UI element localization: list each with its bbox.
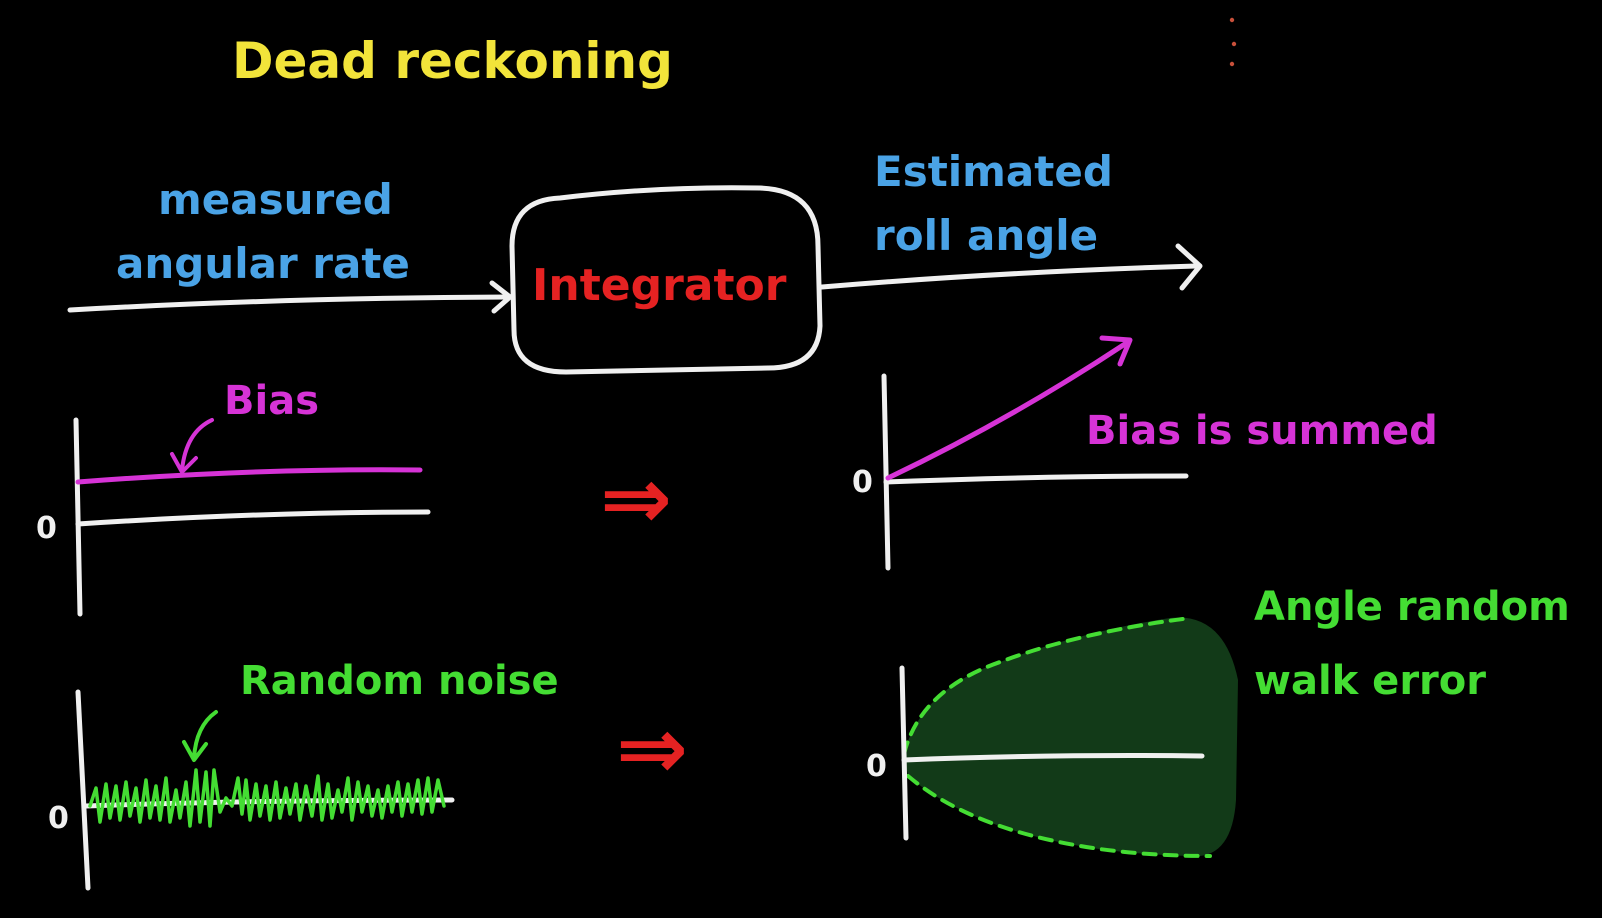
bias-result-zero-label: 0 xyxy=(852,465,873,500)
input-arrow xyxy=(67,294,511,313)
noise-result-y-axis xyxy=(899,665,909,841)
bias-pointer-arrow xyxy=(180,418,214,472)
integrator-label: Integrator xyxy=(532,260,787,311)
noise-result-zero-label: 0 xyxy=(866,749,887,784)
noise-result-plot: 0 Angle random walk error xyxy=(866,584,1570,858)
bias-result-label: Bias is summed xyxy=(1086,408,1438,454)
bias-plot-y-axis xyxy=(73,417,83,617)
random-walk-upper-bound xyxy=(902,616,1192,756)
bias-plot-zero-label: 0 xyxy=(36,511,57,546)
menu-dots-icon xyxy=(1229,17,1237,67)
bias-result-x-axis xyxy=(883,473,1189,485)
noise-result-label-line2: walk error xyxy=(1254,658,1486,704)
noise-result-label-line1: Angle random xyxy=(1254,584,1570,630)
implies-arrow-bias: ⇒ xyxy=(600,449,672,549)
noise-result-x-axis xyxy=(901,753,1205,763)
output-arrow xyxy=(819,263,1199,290)
bias-label: Bias xyxy=(224,378,319,424)
noise-signal xyxy=(88,768,446,828)
bias-input-plot: 0 Bias xyxy=(36,378,431,617)
output-label-line1: Estimated xyxy=(874,147,1113,196)
input-arrowhead xyxy=(489,280,513,314)
bias-ramp-arrowhead xyxy=(1099,335,1133,367)
bias-ramp-line xyxy=(885,339,1131,481)
integrator-box xyxy=(509,185,823,375)
input-label-line2: angular rate xyxy=(116,239,410,288)
random-walk-lower-bound xyxy=(906,774,1212,858)
bias-plot-x-axis xyxy=(75,509,431,527)
implies-arrow-noise: ⇒ xyxy=(616,699,688,799)
noise-pointer-arrow xyxy=(192,710,218,760)
noise-input-plot: 0 Random noise xyxy=(48,658,559,891)
output-arrowhead xyxy=(1175,243,1203,291)
bias-pointer-arrowhead xyxy=(170,452,198,474)
bias-line xyxy=(75,467,423,485)
noise-pointer-arrowhead xyxy=(182,740,208,762)
title-text: Dead reckoning xyxy=(232,32,673,90)
bias-result-plot: 0 Bias is summed xyxy=(852,335,1438,571)
random-walk-envelope xyxy=(904,617,1238,857)
bias-result-y-axis xyxy=(881,373,891,571)
noise-plot-y-axis xyxy=(75,689,91,891)
output-label-line2: roll angle xyxy=(874,211,1098,260)
input-label-line1: measured xyxy=(158,175,393,224)
noise-label: Random noise xyxy=(240,658,559,704)
noise-plot-zero-label: 0 xyxy=(48,801,69,836)
